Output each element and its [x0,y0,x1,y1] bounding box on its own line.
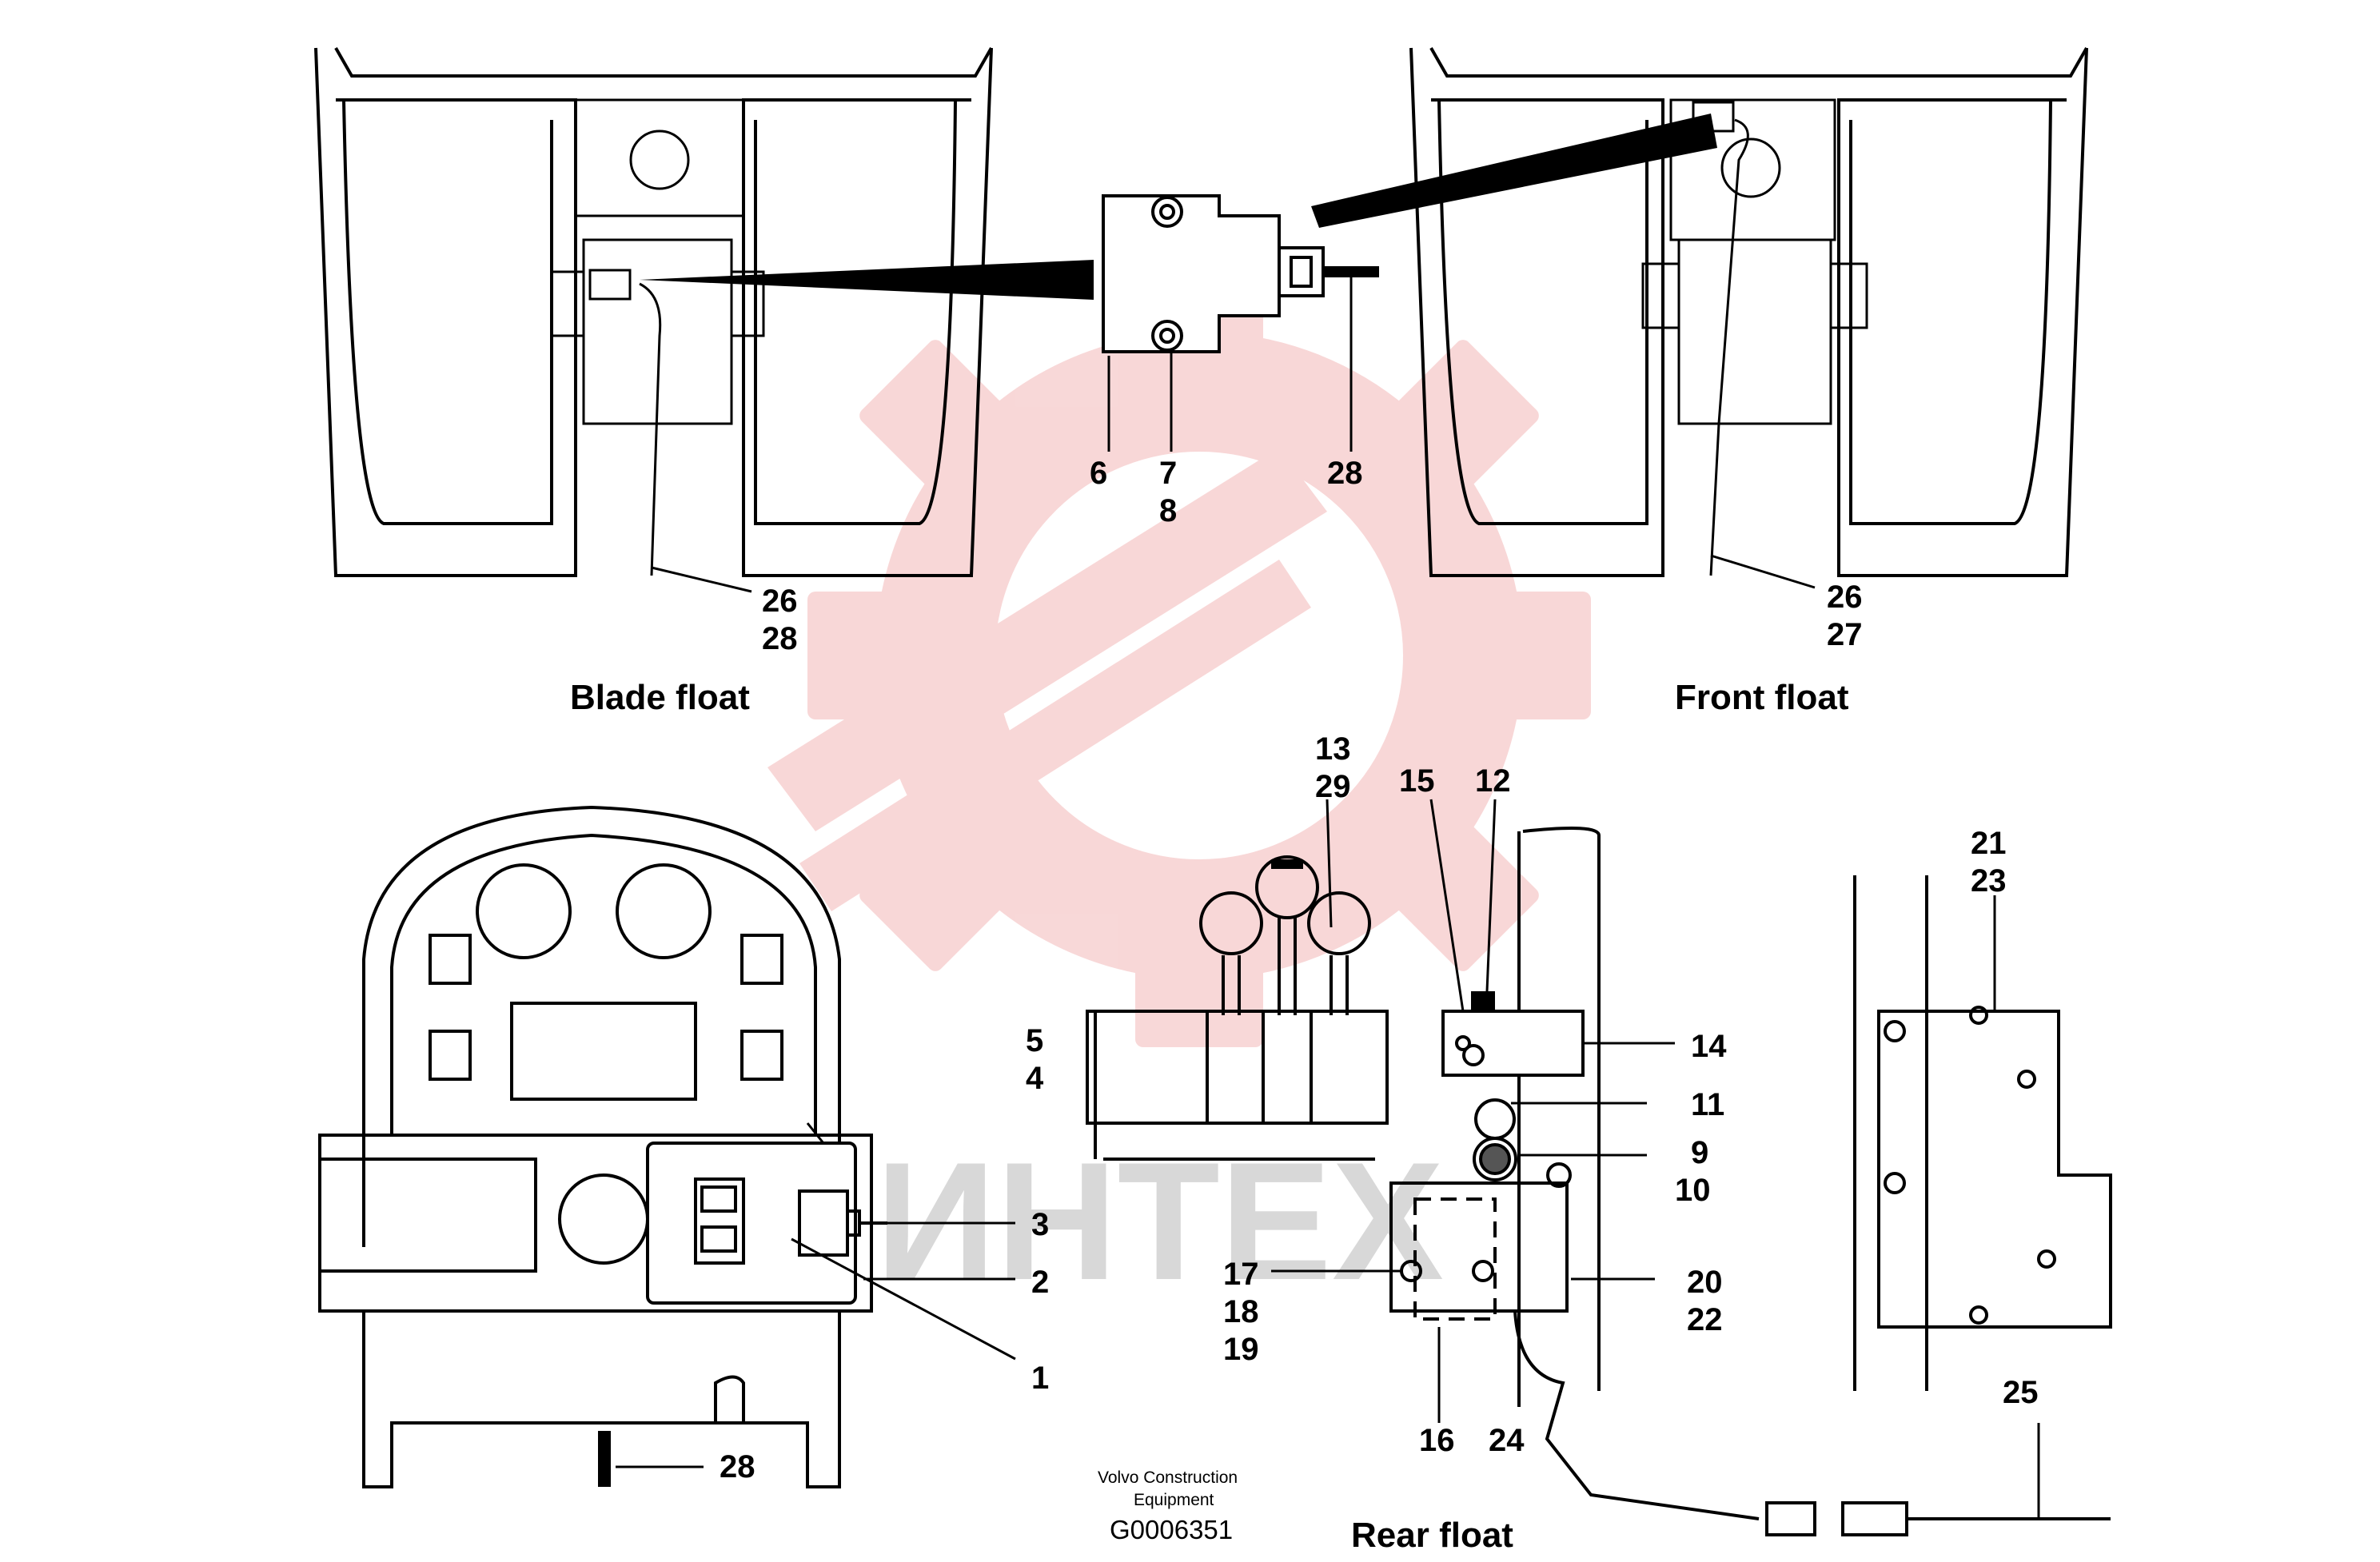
caption-rear-float: Rear float [1351,1516,1513,1555]
caption-blade-float: Blade float [570,678,750,717]
blade-detail-pointer [640,260,1094,300]
callout-16: 16 [1419,1423,1455,1458]
callout-17: 17 [1223,1257,1259,1292]
callout-24: 24 [1489,1423,1525,1458]
callout-7: 7 [1159,456,1177,491]
callout-3: 3 [1031,1207,1049,1242]
callout-2: 2 [1031,1265,1049,1300]
callout-4: 4 [1026,1061,1044,1096]
front-float-view [1409,47,2088,577]
callout-26-front: 26 [1827,580,1863,615]
callout-20: 20 [1687,1265,1723,1300]
callout-14: 14 [1691,1029,1727,1064]
callout-23: 23 [1971,863,2007,899]
callout-11: 11 [1691,1087,1724,1122]
watermark-logo [767,264,1591,1047]
callout-12: 12 [1475,763,1511,799]
dashboard-panel [318,805,887,1488]
drawing-code: G0006351 [1110,1515,1233,1544]
callout-27: 27 [1827,617,1863,652]
callout-9: 9 [1691,1135,1708,1170]
callout-5: 5 [1026,1023,1043,1058]
caption-front-float: Front float [1675,678,1849,717]
callout-6: 6 [1090,456,1107,491]
callout-28-top: 28 [1327,456,1363,491]
float-switch-detail [1102,194,1379,452]
callout-25: 25 [2003,1375,2039,1410]
callout-26-blade: 26 [762,584,798,619]
callout-15: 15 [1399,763,1435,799]
leader-lines [616,554,2040,1519]
callout-10: 10 [1675,1173,1711,1208]
callout-28-bottom: 28 [720,1449,755,1484]
callout-19: 19 [1223,1332,1259,1367]
callout-labels: 6 7 8 28 26 28 26 27 5 4 3 2 1 28 13 29 … [720,456,2039,1484]
callout-13: 13 [1315,731,1351,767]
callout-21: 21 [1971,826,2007,861]
blade-float-view [314,47,993,577]
front-detail-pointer [1311,114,1717,228]
rear-float-assembly [1086,827,2111,1536]
callout-28-blade: 28 [762,621,798,656]
callout-29: 29 [1315,769,1351,804]
credit-line-1: Volvo Construction [1098,1468,1238,1487]
watermark-text: ИНТЕХ [875,1127,1444,1315]
callout-18: 18 [1223,1294,1259,1329]
callout-22: 22 [1687,1302,1723,1337]
side-bracket [1853,875,2112,1391]
credit-line-2: Equipment [1134,1491,1214,1509]
callout-8: 8 [1159,493,1177,528]
callout-1: 1 [1031,1361,1049,1396]
